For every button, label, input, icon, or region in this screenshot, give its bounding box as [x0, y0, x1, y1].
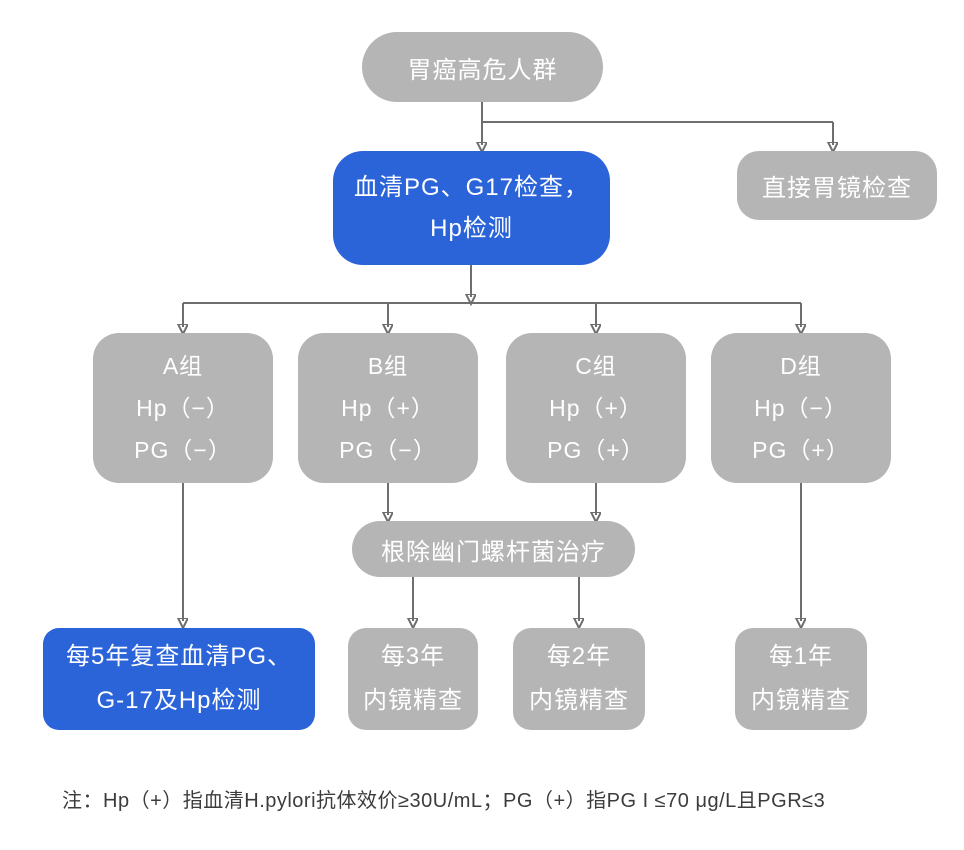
node-hp-eradication-treatment: 根除幽门螺杆菌治疗: [352, 521, 635, 577]
node-endoscopy-every-1-year: 每1年 内镜精查: [735, 628, 867, 730]
node-label: 胃癌高危人群: [407, 56, 558, 84]
node-label: 每1年: [768, 643, 834, 670]
node-endoscopy-every-3-years: 每3年 内镜精查: [348, 628, 478, 730]
node-label: G-17及Hp检测: [96, 687, 262, 714]
node-label: 血清PG、G17检查，: [353, 174, 590, 201]
node-label: 根除幽门螺杆菌治疗: [381, 538, 606, 566]
node-label: 直接胃镜检查: [762, 175, 912, 202]
node-group-b: B组 Hp（+） PG（−）: [298, 333, 478, 483]
node-group-d: D组 Hp（−） PG（+）: [711, 333, 891, 483]
node-label: D组: [780, 353, 822, 379]
node-label: 内镜精查: [751, 687, 851, 714]
node-label: A组: [162, 353, 204, 379]
node-label: 内镜精查: [529, 687, 629, 714]
footnote: 注：Hp（+）指血清H.pylori抗体效价≥30U/mL；PG（+）指PG I…: [62, 790, 826, 812]
node-label: PG（−）: [134, 437, 232, 463]
node-label: B组: [367, 353, 409, 379]
node-label: 每5年复查血清PG、: [65, 643, 293, 670]
node-label: 每3年: [380, 643, 446, 670]
node-endoscopy-every-2-years: 每2年 内镜精查: [513, 628, 645, 730]
node-label: Hp检测: [430, 215, 513, 242]
node-label: PG（+）: [752, 437, 850, 463]
node-label: 每2年: [546, 643, 612, 670]
node-high-risk-population: 胃癌高危人群: [362, 32, 603, 102]
node-label: Hp（−）: [136, 395, 230, 421]
node-label: Hp（+）: [549, 395, 643, 421]
node-serum-pg-g17-hp-test: 血清PG、G17检查， Hp检测: [333, 151, 610, 265]
node-group-c: C组 Hp（+） PG（+）: [506, 333, 686, 483]
node-direct-gastroscopy: 直接胃镜检查: [737, 151, 937, 220]
node-label: 内镜精查: [363, 687, 463, 714]
node-group-a: A组 Hp（−） PG（−）: [93, 333, 273, 483]
node-label: PG（−）: [339, 437, 437, 463]
node-label: Hp（+）: [341, 395, 435, 421]
node-recheck-every-5-years: 每5年复查血清PG、 G-17及Hp检测: [43, 628, 315, 730]
node-label: Hp（−）: [754, 395, 848, 421]
node-label: C组: [575, 353, 617, 379]
node-label: PG（+）: [547, 437, 645, 463]
